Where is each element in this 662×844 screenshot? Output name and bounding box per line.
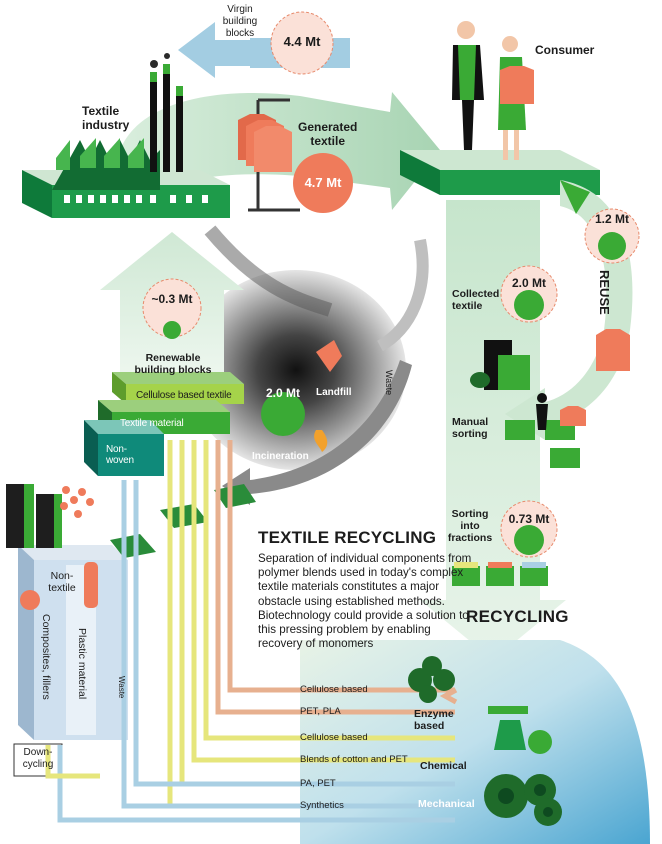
waste-main-label: Waste [384, 370, 394, 396]
recycling-path-lines [45, 440, 458, 823]
material-platforms [84, 372, 244, 476]
sorting-fractions-label-line: fractions [447, 532, 493, 544]
virgin-blocks-label-line: Virgin [227, 4, 253, 15]
nonwoven-label-line: woven [106, 455, 134, 466]
collected-textile-label-line: textile [452, 300, 483, 312]
path-label: PA, PET [300, 778, 336, 789]
enzyme-based-label-line: Enzyme [414, 708, 454, 720]
sorting-fractions-group [452, 500, 558, 586]
text-box-title: TEXTILE RECYCLING [258, 528, 437, 547]
process-icons [408, 656, 562, 826]
text-box-body: Separation of individual components from… [258, 552, 472, 651]
collected-textile-group [470, 265, 558, 390]
reuse-arrow [505, 180, 640, 440]
waste-small-label: Waste [117, 676, 126, 699]
manual-sorting-label: Manual sorting [452, 416, 488, 440]
enzyme-based-label-line: based [414, 720, 445, 732]
downcycling-box [13, 743, 63, 777]
sorting-fractions-label-line: into [460, 520, 480, 532]
nonwoven-label: Non- woven [106, 444, 134, 466]
renewable-blocks-label-line: Renewable [145, 352, 201, 364]
downcycling-label: Down- cycling [14, 747, 62, 771]
consumer-illustration [400, 21, 600, 195]
reuse-value: 1.2 Mt [594, 212, 629, 226]
virgin-blocks-label-line: building [222, 16, 258, 27]
sorting-fractions-label-line: Sorting [451, 508, 489, 520]
path-label: PET, PLA [300, 706, 341, 717]
reuse-label: REUSE [597, 270, 612, 315]
factory-illustration [22, 53, 230, 218]
renewable-blocks-label-line: building blocks [134, 364, 212, 376]
plastic-material-block [6, 484, 128, 740]
textile-industry-label-line: Textile [82, 104, 120, 118]
composites-label: Composites, fillers [40, 614, 52, 700]
collected-textile-label-line: Collected [452, 288, 500, 300]
virgin-blocks-label-line: blocks [225, 28, 255, 39]
renewable-blocks-label: Renewable building blocks [118, 352, 228, 376]
path-label: Synthetics [300, 800, 344, 811]
non-textile-label-line: textile [48, 582, 76, 594]
generated-textile-label-line: textile [310, 134, 346, 148]
cellulose-textile-label: Cellulose based textile [136, 390, 232, 401]
generated-textile-value: 4.7 Mt [304, 175, 342, 190]
manual-sorting-label-line: sorting [452, 428, 488, 440]
enzyme-based-label: Enzyme based [414, 708, 454, 732]
landfill-label: Landfill [316, 387, 352, 398]
generated-textile-label-line: Generated [298, 120, 358, 134]
virgin-blocks-value: 4.4 Mt [283, 34, 321, 49]
consumer-label: Consumer [535, 43, 595, 57]
non-textile-label: Non- textile [42, 570, 82, 594]
clothes-rack-illustration [238, 98, 353, 213]
downcycling-label-line: Down- [23, 747, 53, 758]
renewable-blocks-value: ~0.3 Mt [151, 292, 193, 306]
mechanical-label: Mechanical [418, 798, 475, 810]
collected-textile-value: 2.0 Mt [511, 276, 546, 290]
virgin-blocks-arrow [178, 11, 350, 78]
incineration-label: Incineration [252, 451, 309, 462]
path-label: Cellulose based [300, 684, 368, 695]
downcycling-label-line: cycling [22, 759, 54, 770]
collected-textile-label: Collected textile [452, 288, 499, 312]
manual-sorting-group [505, 393, 586, 468]
textile-material-label: Textile material [120, 418, 184, 429]
virgin-blocks-label: Virgin building blocks [214, 4, 266, 40]
chemical-label: Chemical [420, 760, 467, 772]
generated-textile-label: Generated textile [298, 120, 357, 148]
nonwoven-label-line: Non- [106, 444, 127, 455]
recycling-label: RECYCLING [466, 607, 569, 626]
path-label: Cellulose based [300, 732, 368, 743]
manual-sorting-label-line: Manual [452, 416, 489, 428]
plastic-material-label: Plastic material [76, 628, 88, 700]
textile-industry-label: Textile industry [82, 104, 129, 132]
non-textile-label-line: Non- [50, 570, 74, 582]
textile-industry-label-line: industry [82, 118, 130, 132]
sorting-fractions-label: Sorting into fractions [446, 508, 494, 544]
path-label: Blends of cotton and PET [300, 754, 408, 765]
incineration-value: 2.0 Mt [265, 386, 300, 400]
renewable-up-arrow [100, 232, 244, 380]
sorting-fractions-value: 0.73 Mt [508, 512, 550, 526]
